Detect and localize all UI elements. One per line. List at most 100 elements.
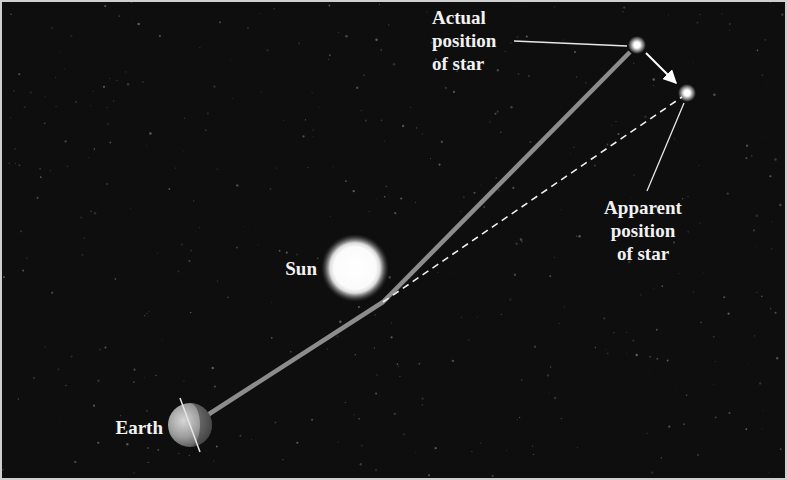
speck (127, 83, 129, 85)
speck (497, 69, 499, 71)
speck (667, 360, 669, 362)
speck (45, 96, 46, 97)
actual-star-core (634, 42, 640, 48)
speck (514, 3, 516, 5)
speck (345, 402, 347, 404)
speck (380, 49, 382, 51)
speck (515, 242, 517, 244)
speck (558, 323, 560, 325)
speck (213, 460, 215, 462)
speck (757, 49, 759, 51)
speck (611, 125, 613, 127)
speck (276, 167, 278, 169)
speck (57, 368, 59, 370)
speck (271, 337, 273, 339)
speck (318, 106, 320, 108)
speck (450, 271, 452, 273)
speck (549, 275, 551, 277)
speck (403, 433, 406, 436)
speck (116, 80, 117, 81)
speck (548, 391, 550, 393)
speck (646, 433, 647, 434)
speck (746, 145, 748, 147)
speck (188, 260, 190, 262)
speck (509, 299, 511, 301)
speck (133, 381, 135, 383)
speck (713, 93, 715, 95)
speck (764, 136, 766, 138)
speck (67, 166, 68, 167)
speck (39, 168, 40, 169)
speck (109, 142, 111, 144)
speck (532, 446, 533, 447)
speck (317, 257, 318, 258)
speck (683, 423, 685, 425)
speck (554, 397, 557, 400)
speck (236, 246, 238, 248)
speck (526, 36, 528, 38)
speck (585, 82, 587, 84)
speck (216, 446, 218, 448)
speck (607, 144, 609, 146)
speck (106, 107, 108, 109)
speck (360, 463, 362, 465)
speck (699, 14, 700, 15)
speck (615, 121, 616, 122)
speck (99, 349, 101, 351)
speck (355, 354, 356, 355)
speck (394, 212, 396, 214)
speck (632, 340, 634, 342)
speck (605, 349, 606, 350)
speck (576, 76, 577, 77)
speck (418, 363, 420, 365)
speck (613, 332, 614, 333)
speck (157, 253, 158, 254)
speck (361, 110, 362, 111)
speck (379, 4, 380, 5)
speck (514, 274, 516, 276)
speck (148, 311, 149, 312)
star-position-label: Apparent position of star (603, 196, 684, 266)
speck (307, 167, 308, 168)
speck (345, 35, 348, 38)
speck (18, 398, 19, 399)
speck (199, 47, 201, 49)
speck (754, 335, 755, 336)
speck (595, 347, 596, 348)
speck (333, 166, 334, 167)
speck (13, 90, 15, 92)
speck (305, 119, 306, 120)
speck (159, 35, 161, 37)
speck (356, 87, 358, 89)
speck (376, 374, 377, 375)
speck (283, 120, 284, 121)
speck (93, 405, 95, 407)
speck (267, 49, 269, 51)
speck (649, 356, 651, 358)
speck (713, 336, 715, 338)
speck (296, 254, 298, 256)
speck (574, 51, 576, 53)
speck (703, 272, 705, 274)
speck (90, 105, 91, 106)
speck (497, 189, 499, 191)
speck (3, 276, 5, 278)
speck (477, 316, 478, 317)
speck (521, 241, 523, 243)
speck (121, 286, 123, 288)
speck (696, 22, 698, 24)
speck (375, 198, 377, 200)
speck (193, 200, 194, 201)
speck (623, 7, 625, 9)
speck (422, 404, 423, 405)
speck (337, 441, 338, 442)
speck (497, 111, 499, 113)
speck (296, 442, 298, 444)
speck (729, 23, 731, 25)
speck (147, 447, 149, 449)
speck (505, 51, 506, 52)
speck (142, 81, 144, 83)
speck (10, 117, 11, 118)
speck (673, 241, 675, 243)
